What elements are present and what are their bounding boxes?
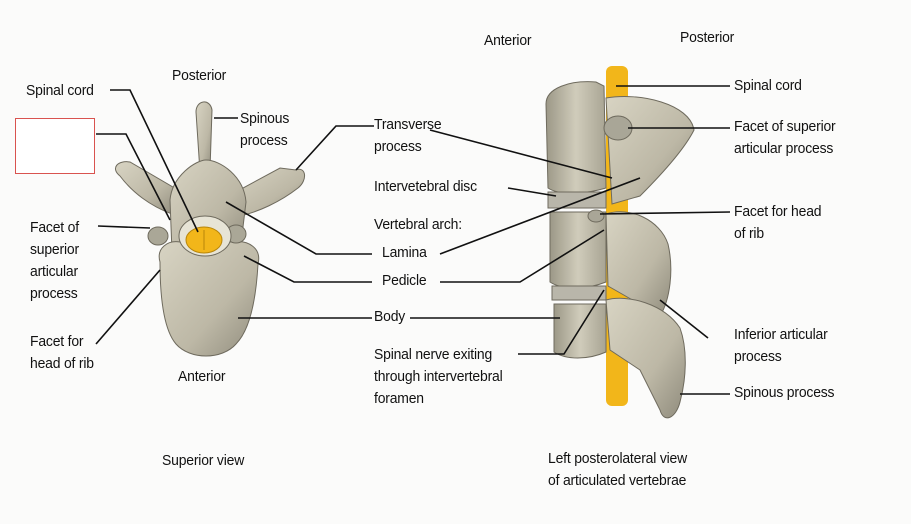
vertebral-arch-label: Vertebral arch: [374, 216, 462, 233]
superior-anterior-label: Anterior [178, 368, 226, 385]
lateral-rib-facet-label-2: of rib [734, 225, 764, 242]
transverse-process-label-1: Transverse [374, 116, 442, 133]
superior-view-caption: Superior view [162, 452, 245, 469]
intervertebral-disc-lower [551, 285, 607, 301]
lateral-facet-label-2: articular process [734, 140, 834, 157]
vertebral-body-lower [553, 303, 607, 359]
body-label: Body [374, 308, 406, 325]
transverse-process-label-2: process [374, 138, 422, 155]
superior-spinal-cord-label: Spinal cord [26, 82, 94, 99]
superior-posterior-label: Posterior [172, 67, 227, 84]
posterior-process-lower [605, 297, 686, 419]
superior-rib-facet-label-1: Facet for [30, 333, 84, 350]
vertebral-body-shape [158, 241, 260, 357]
spinal-nerve-label-2: through intervertebral [374, 368, 503, 385]
lateral-posterior-label: Posterior [680, 29, 735, 46]
answer-blank-box [15, 118, 95, 174]
spinal-nerve-label-1: Spinal nerve exiting [374, 346, 493, 363]
intervertebral-disc-label: Intervetebral disc [374, 178, 477, 195]
lateral-spinal-cord-label: Spinal cord [734, 77, 802, 94]
facet-superior-left-shape [147, 226, 169, 246]
facet-head-rib-lateral-shape [587, 209, 605, 223]
superior-view-vertebra [115, 101, 305, 357]
spinal-nerve-label-3: foramen [374, 390, 424, 407]
lateral-rib-facet-label-1: Facet for head [734, 203, 822, 220]
lateral-view-caption-2: of articulated vertebrae [548, 472, 687, 489]
superior-spinous-label-1: Spinous [240, 110, 290, 127]
superior-facet-label-2: superior [30, 241, 79, 258]
superior-facet-label-3: articular [30, 263, 78, 280]
inferior-articular-label-2: process [734, 348, 782, 365]
articulated-vertebrae [545, 66, 695, 419]
superior-facet-label-4: process [30, 285, 78, 302]
lateral-facet-label-1: Facet of superior [734, 118, 836, 135]
superior-rib-facet-label-2: head of rib [30, 355, 94, 372]
lamina-label: Lamina [382, 244, 427, 261]
vertebral-body-middle [549, 211, 607, 289]
inferior-articular-label-1: Inferior articular [734, 326, 828, 343]
facet-superior-lateral-shape [603, 115, 633, 141]
pedicle-label: Pedicle [382, 272, 427, 289]
vertebral-body-upper [545, 81, 607, 194]
superior-spinous-label-2: process [240, 132, 288, 149]
posterior-process-upper [605, 95, 695, 205]
lateral-spinous-process-label: Spinous process [734, 384, 835, 401]
lateral-anterior-label: Anterior [484, 32, 532, 49]
superior-facet-label-1: Facet of [30, 219, 79, 236]
leader-lines [95, 85, 731, 395]
lateral-view-caption-1: Left posterolateral view [548, 450, 687, 467]
